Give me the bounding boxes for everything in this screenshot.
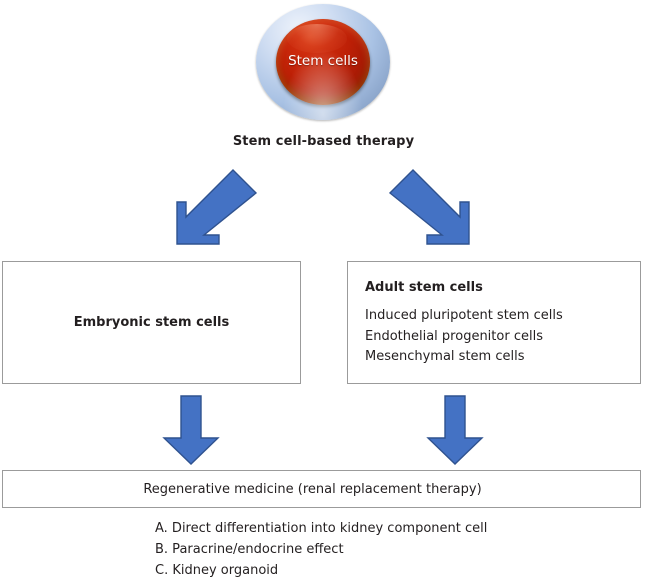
arrow-down-icon-left	[160, 394, 222, 466]
diagram-title: Stem cell-based therapy	[0, 134, 649, 149]
adult-stem-cell-list: Induced pluripotent stem cells Endotheli…	[365, 306, 640, 368]
diagram-title-text: Stem cell-based therapy	[232, 134, 415, 149]
list-item: Induced pluripotent stem cells	[365, 308, 563, 324]
box-regenerative-medicine: Regenerative medicine (renal replacement…	[2, 470, 641, 508]
box-adult-stem-cells: Adult stem cells Induced pluripotent ste…	[347, 261, 641, 384]
arrow-down-icon-right	[424, 394, 486, 466]
stem-cell-sphere-label: Stem cells	[288, 53, 358, 70]
arrow-down-left-icon	[174, 168, 258, 246]
box-embryonic-title: Embryonic stem cells	[73, 315, 230, 330]
box-embryonic-stem-cells: Embryonic stem cells	[2, 261, 301, 384]
list-item: Mesenchymal stem cells	[365, 349, 525, 365]
arrow-down-right-icon	[388, 168, 472, 246]
stem-cell-sphere-core: Stem cells	[276, 19, 370, 105]
list-item: A. Direct differentiation into kidney co…	[155, 521, 488, 536]
list-item: C. Kidney organoid	[155, 563, 279, 578]
box-adult-heading: Adult stem cells	[365, 280, 483, 295]
outcomes-list: A. Direct differentiation into kidney co…	[155, 518, 487, 581]
list-item: Endothelial progenitor cells	[365, 328, 543, 344]
box-regenerative-title: Regenerative medicine (renal replacement…	[143, 481, 482, 497]
list-item: B. Paracrine/endocrine effect	[155, 542, 344, 557]
stem-cell-sphere-halo: Stem cells	[256, 4, 390, 120]
